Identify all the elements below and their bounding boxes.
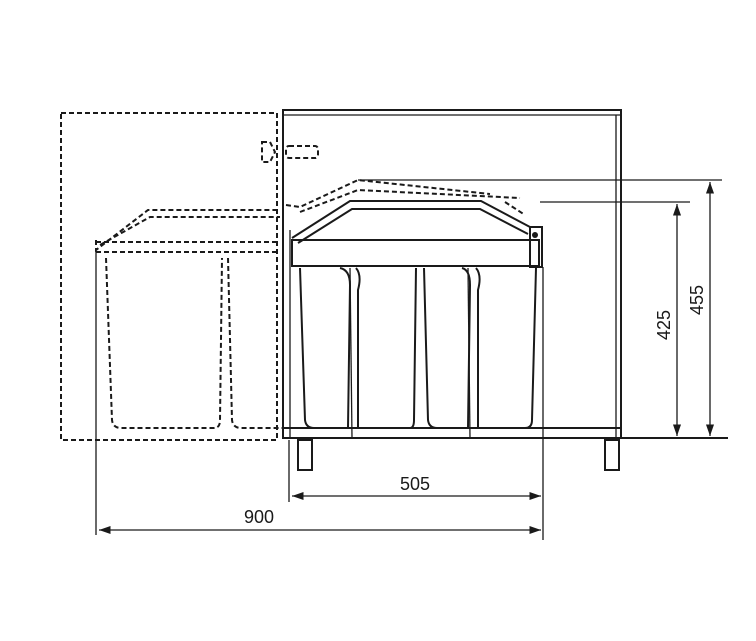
dimension-455: 455 — [358, 179, 722, 436]
bin-unit — [291, 200, 544, 540]
dim-label-425: 425 — [654, 310, 674, 340]
dimension-425: 425 — [540, 201, 690, 436]
dim-label-900: 900 — [244, 507, 274, 527]
dimension-900: 900 — [95, 250, 541, 535]
ghost-open-position — [60, 112, 526, 441]
dim-label-455: 455 — [687, 285, 707, 315]
dim-label-505: 505 — [400, 474, 430, 494]
dimension-505: 505 — [288, 440, 541, 502]
